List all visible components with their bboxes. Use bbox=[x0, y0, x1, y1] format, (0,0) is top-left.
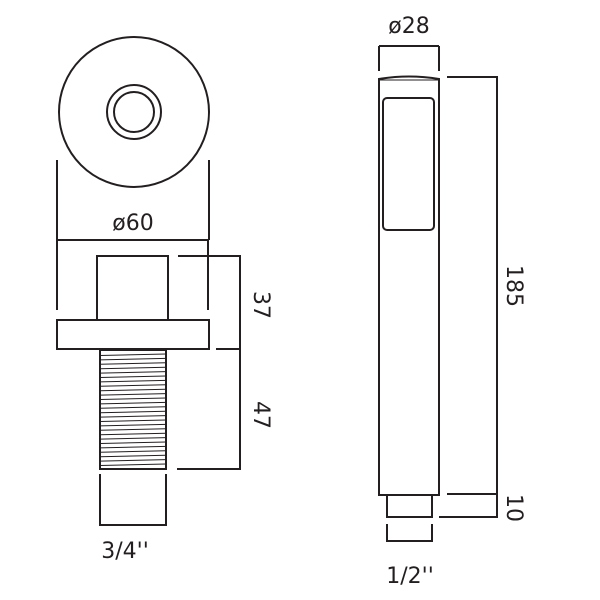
thread-line bbox=[99, 353, 167, 356]
thread-line bbox=[99, 454, 167, 458]
thread-line bbox=[99, 423, 167, 427]
handset-length-dimensions: 185 10 bbox=[439, 76, 526, 522]
handset-side-view: ø28 bbox=[378, 14, 440, 542]
outlet-thread-label: 3/4'' bbox=[101, 539, 149, 564]
thread-line bbox=[99, 388, 167, 392]
handset-diameter-label: ø28 bbox=[388, 14, 429, 39]
thread-line bbox=[99, 450, 167, 453]
thread-line bbox=[99, 384, 167, 387]
thread-line bbox=[99, 397, 167, 400]
connector-length-label: 10 bbox=[501, 494, 526, 522]
thread-line bbox=[99, 366, 167, 370]
outlet-flange bbox=[56, 319, 210, 350]
thread-hatching bbox=[99, 353, 167, 466]
thread-length-label: 47 bbox=[248, 401, 273, 429]
outlet-diameter-label: ø60 bbox=[112, 211, 153, 236]
outlet-cap bbox=[96, 255, 169, 321]
thread-line bbox=[99, 379, 167, 383]
thread-line bbox=[99, 441, 167, 444]
thread-line bbox=[99, 357, 167, 361]
outlet-pipe bbox=[99, 474, 167, 526]
outlet-outer-ring bbox=[106, 84, 162, 140]
thread-line bbox=[99, 445, 167, 449]
thread-line bbox=[99, 463, 167, 466]
outlet-thread bbox=[99, 349, 167, 470]
thread-line bbox=[99, 459, 167, 462]
thread-line bbox=[99, 428, 167, 431]
thread-line bbox=[99, 406, 167, 409]
handset-length-label: 185 bbox=[501, 265, 526, 307]
outlet-height-dimensions: 37 47 bbox=[177, 255, 273, 470]
outlet-inner-ring bbox=[113, 91, 155, 133]
thread-line bbox=[99, 393, 167, 396]
thread-line bbox=[99, 362, 167, 365]
handset-body bbox=[378, 75, 440, 496]
handset-thread-label: 1/2'' bbox=[386, 564, 434, 589]
thread-line bbox=[99, 371, 167, 374]
wall-outlet-side-view bbox=[56, 240, 210, 526]
thread-line bbox=[99, 401, 167, 405]
handset-spray-face bbox=[382, 97, 435, 231]
thread-line bbox=[99, 419, 167, 422]
handset-connector bbox=[386, 494, 433, 518]
thread-line bbox=[99, 375, 167, 378]
thread-line bbox=[99, 437, 167, 440]
wall-outlet-front-view bbox=[58, 36, 210, 188]
thread-line bbox=[99, 415, 167, 418]
handset-connector-thread bbox=[386, 524, 433, 542]
outlet-flange-circle bbox=[58, 36, 210, 188]
outlet-diameter-dimension: ø60 bbox=[56, 160, 210, 241]
outlet-height-label: 37 bbox=[248, 291, 273, 319]
thread-line bbox=[99, 410, 167, 414]
thread-line bbox=[99, 432, 167, 436]
